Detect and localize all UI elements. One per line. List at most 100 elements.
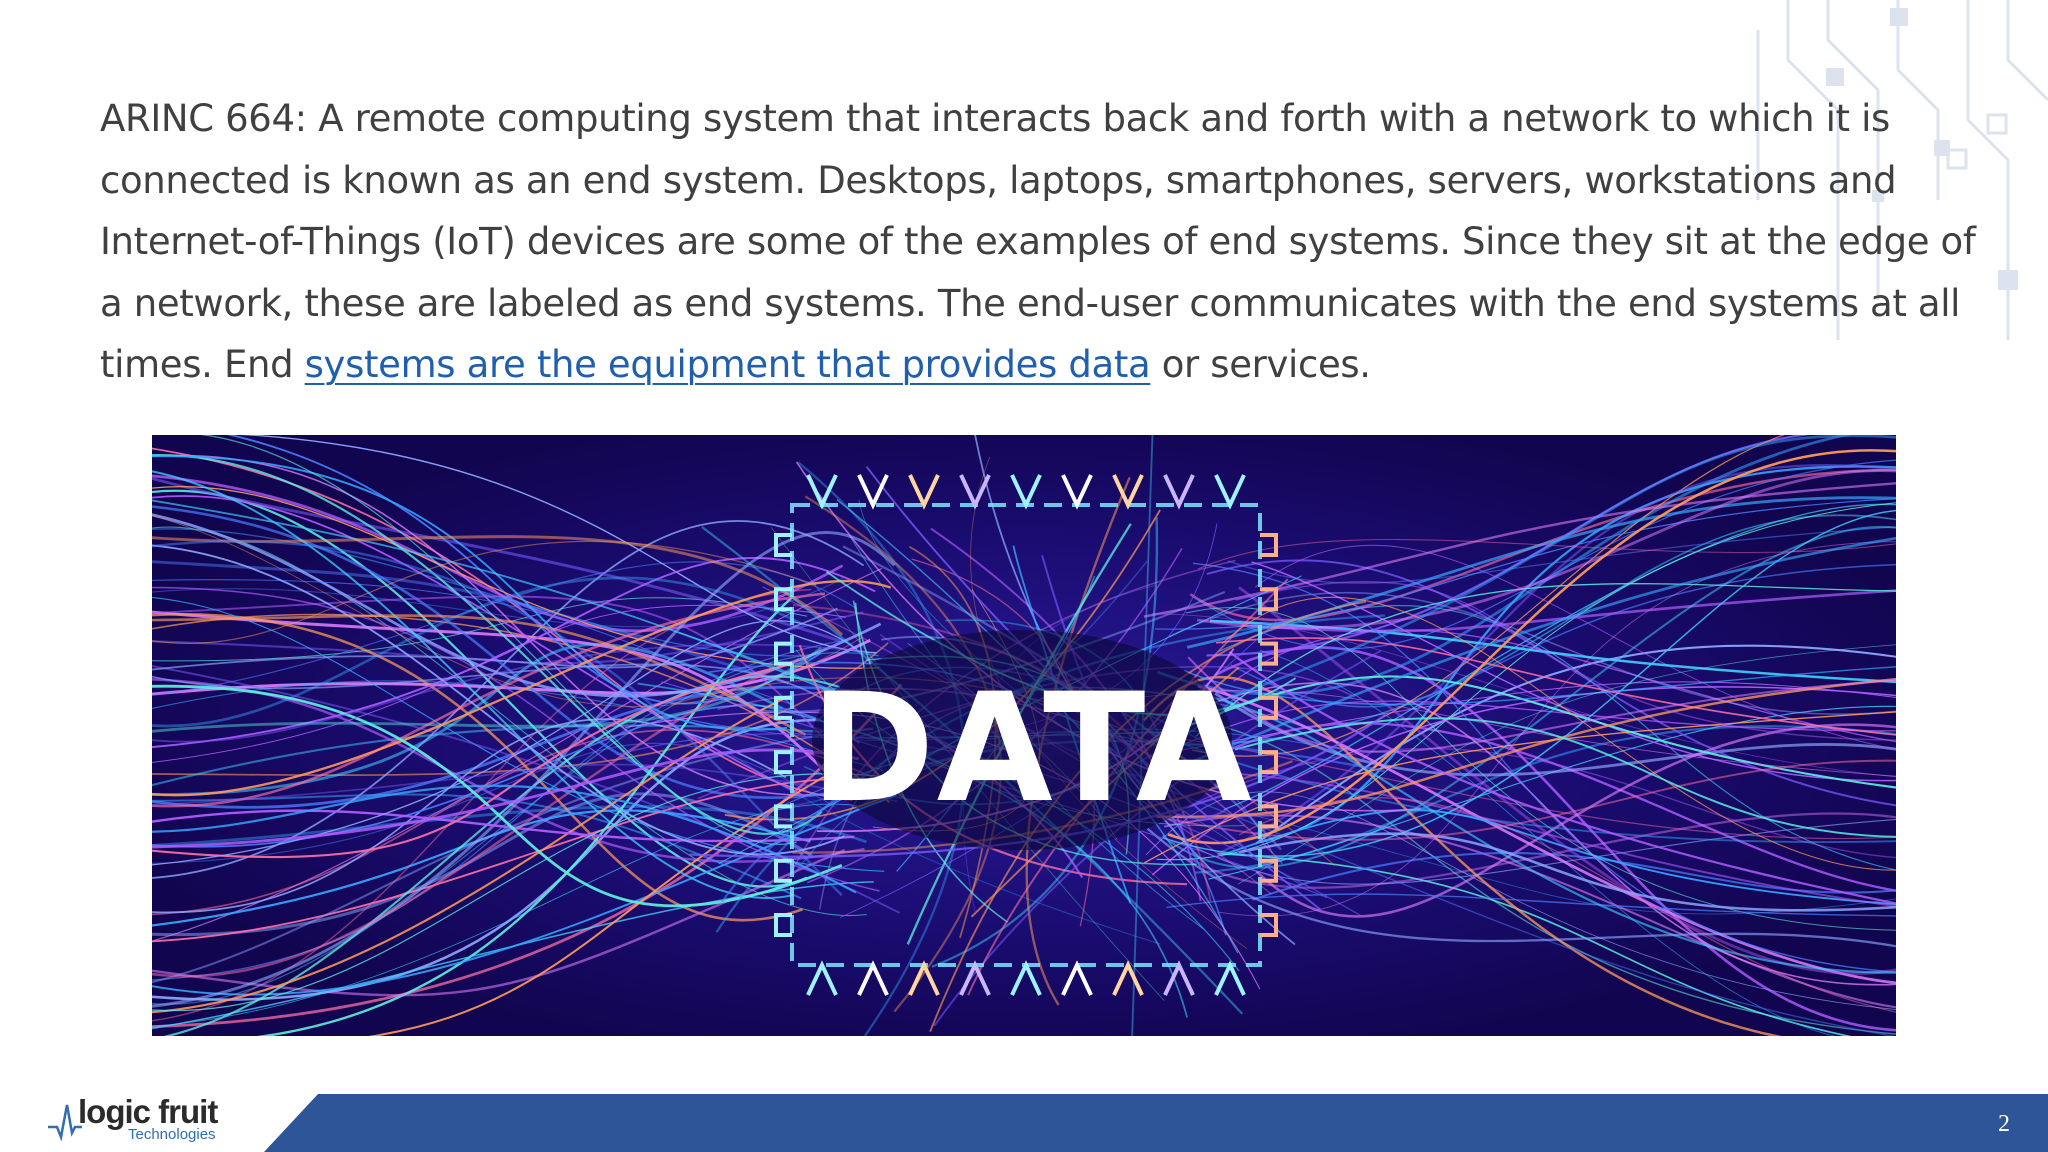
light-streak: [152, 704, 860, 848]
light-streak: [152, 580, 892, 797]
light-streak: [152, 778, 852, 943]
chip-pin: [1260, 858, 1278, 883]
hero-data-text: DATA: [810, 662, 1254, 836]
light-streak: [1169, 591, 1896, 715]
light-streak: [1145, 791, 1896, 1010]
light-streak: [1251, 561, 1896, 782]
circuit-decoration-icon: [1756, 0, 2048, 340]
chip-pin: [959, 960, 991, 996]
light-streak: [1254, 544, 1896, 750]
chip-outline: [774, 474, 1278, 996]
light-streak: [152, 520, 865, 879]
chip-pin: [1260, 750, 1278, 775]
paragraph-text-end: or services.: [1150, 343, 1371, 386]
light-streak: [152, 684, 843, 908]
light-streak: [198, 435, 797, 845]
chip-pin: [1260, 804, 1278, 829]
light-streak: [152, 748, 860, 849]
chip-pin: [1112, 960, 1144, 996]
chip-pin: [1163, 960, 1195, 996]
chip-pin: [774, 587, 792, 612]
light-streak: [1161, 525, 1896, 869]
light-streak: [152, 576, 805, 728]
light-streak: [152, 742, 836, 864]
light-streak: [152, 607, 839, 671]
light-streak: [152, 696, 787, 1014]
chip-pin: [1214, 960, 1246, 996]
light-streak: [1191, 459, 1896, 650]
light-streak: [1149, 536, 1896, 781]
light-streak: [152, 544, 845, 856]
light-streak: [152, 455, 788, 731]
light-streak: [152, 658, 800, 978]
chip-pin: [908, 474, 940, 510]
light-streak: [1252, 851, 1896, 901]
chip-pin: [1260, 587, 1278, 612]
chip-pin: [1010, 960, 1042, 996]
light-streak: [152, 763, 898, 806]
chip-pin: [774, 533, 792, 557]
chip-pin: [1260, 695, 1278, 720]
light-streak: [152, 646, 823, 733]
chip-pin: [774, 641, 792, 666]
light-streak: [1221, 596, 1896, 871]
chip-pin: [774, 750, 792, 775]
logo-sub-text: Technologies: [128, 1126, 216, 1143]
company-logo: logic fruit Technologies: [48, 1093, 238, 1149]
light-streak: [1166, 893, 1896, 917]
light-streak: [152, 680, 884, 771]
light-streak: [1156, 502, 1896, 861]
light-streak: [368, 776, 825, 1036]
light-streak: [152, 596, 885, 872]
chip-pin: [1061, 960, 1093, 996]
chip-pin: [806, 474, 838, 510]
light-streak: [152, 604, 847, 763]
light-streak: [152, 453, 823, 835]
light-streak: [152, 531, 896, 1008]
light-streak: [1156, 759, 1896, 841]
light-streak: [1170, 700, 1896, 752]
light-streak: [1235, 581, 1896, 741]
light-streak: [1218, 722, 1896, 892]
light-streak: [1234, 717, 1896, 838]
chip-pin: [1061, 474, 1093, 510]
footer-bar: [264, 1094, 2048, 1152]
light-streak: [1178, 769, 1896, 908]
light-streak: [152, 556, 876, 748]
light-streak: [1167, 449, 1896, 844]
chip-pin: [1010, 474, 1042, 510]
light-streak: [152, 579, 794, 706]
light-streak: [1146, 827, 1896, 948]
light-streak: [1238, 797, 1896, 1013]
light-streak: [152, 773, 897, 1011]
light-streak: [237, 435, 877, 654]
light-streak: [1206, 559, 1896, 807]
light-streak: [1142, 675, 1784, 1036]
light-streak: [1250, 589, 1896, 633]
light-streak: [1227, 435, 1896, 699]
light-streak: [152, 586, 880, 892]
light-streak: [1144, 690, 1896, 777]
light-streak: [1217, 541, 1896, 917]
data-network-illustration: DATA: [152, 435, 1896, 1036]
light-streak: [152, 470, 793, 899]
light-streak: [152, 486, 880, 669]
body-paragraph: ARINC 664: A remote computing system tha…: [100, 88, 1980, 396]
light-streak: [1214, 692, 1896, 777]
light-streak: [152, 611, 864, 665]
light-streak: [152, 784, 857, 894]
light-streak: [152, 663, 789, 859]
light-streak: [152, 848, 846, 997]
chip-pin: [1214, 474, 1246, 510]
light-streak: [152, 663, 831, 704]
light-streak: [152, 639, 846, 981]
light-streak: [1216, 637, 1896, 736]
light-streak: [1163, 814, 1896, 1009]
equipment-data-link[interactable]: systems are the equipment that provides …: [304, 343, 1151, 386]
light-streak: [152, 540, 817, 644]
light-streak: [152, 793, 802, 900]
chip-pin: [774, 695, 792, 720]
light-streak: [1237, 644, 1896, 885]
light-streak: [1227, 526, 1896, 584]
